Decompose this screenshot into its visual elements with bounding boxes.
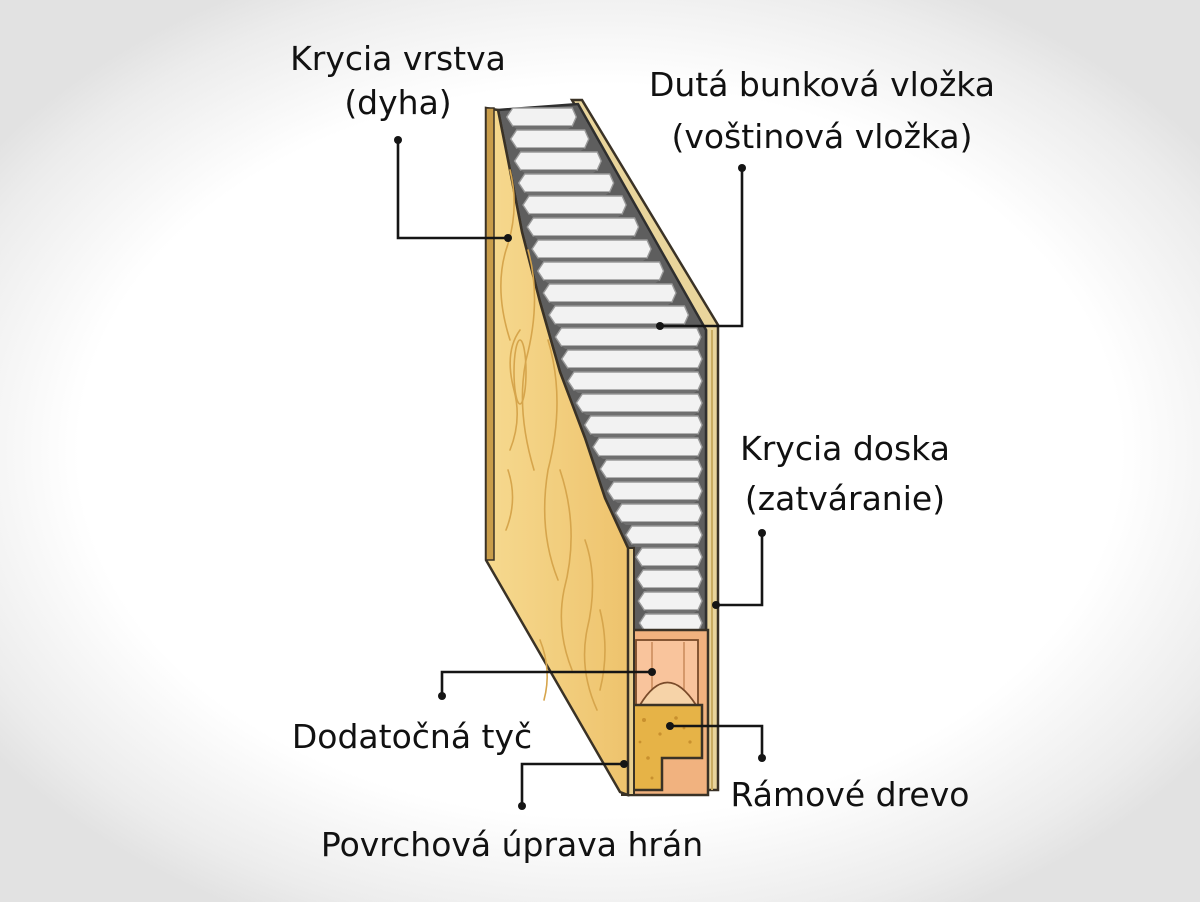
leader-frame [666, 722, 766, 762]
honeycomb-cell [560, 349, 703, 369]
honeycomb-cell [625, 525, 703, 545]
honeycomb-cell-shadow [599, 456, 698, 459]
honeycomb-cell [536, 261, 665, 281]
honeycomb-cell-shadow [516, 148, 585, 151]
honeycomb-cell-shadow [574, 390, 698, 393]
honeycomb-cell [517, 173, 615, 193]
veneer-panel [484, 106, 630, 797]
honeycomb-cell-shadow [555, 324, 685, 327]
honeycomb-cell-shadow [533, 236, 635, 239]
honeycomb-cell [554, 327, 702, 347]
honeycomb-cell [548, 305, 690, 325]
honeycomb-cell-shadow [644, 610, 698, 613]
label-core-line1: Dutá bunková vložka [649, 65, 995, 104]
honeycomb-cell-shadow [561, 346, 697, 349]
honeycomb-cell-shadow [520, 170, 598, 173]
honeycomb-cell [575, 393, 703, 413]
honeycomb-cell [531, 239, 652, 259]
honeycomb-cell [567, 371, 703, 391]
leader-edge [518, 760, 628, 810]
honeycomb-cell [522, 195, 627, 215]
leader-rod [438, 668, 656, 700]
label-rod: Dodatočná tyč [292, 717, 532, 756]
honeycomb-cell [636, 569, 703, 589]
honeycomb-cell-shadow [590, 434, 698, 437]
honeycomb-cell-shadow [529, 214, 623, 217]
honeycomb-cell [505, 107, 578, 127]
honeycomb-cell-shadow [543, 280, 660, 283]
label-board-line1: Krycia doska [740, 429, 950, 468]
label-edge: Povrchová úprava hrán [321, 825, 703, 864]
honeycomb-cell [542, 283, 677, 303]
honeycomb-cell [583, 415, 703, 435]
honeycomb-cell-shadow [512, 126, 573, 129]
label-board-line2: (zatváranie) [745, 479, 945, 518]
honeycomb-cell-shadow [642, 566, 698, 569]
honeycomb-cell [592, 437, 703, 457]
honeycomb-cell [526, 217, 640, 237]
honeycomb-cell-shadow [631, 544, 698, 547]
honeycomb-cell-shadow [549, 302, 672, 305]
honeycomb-cell-shadow [621, 522, 698, 525]
label-veneer-line1: Krycia vrstva [290, 39, 506, 78]
leader-core [656, 164, 746, 330]
honeycomb-cell-shadow [606, 478, 698, 481]
leader-veneer [394, 136, 512, 242]
honeycomb-cell [606, 481, 703, 501]
honeycomb-cell [614, 503, 703, 523]
honeycomb-cell [599, 459, 703, 479]
leader-board [712, 529, 766, 609]
honeycomb-cell [509, 129, 590, 149]
honeycomb-cell [635, 547, 703, 567]
honeycomb-cell-shadow [613, 500, 698, 503]
honeycomb-cell-shadow [582, 412, 698, 415]
honeycomb-cell-shadow [567, 368, 698, 371]
honeycomb-cell [513, 151, 602, 171]
honeycomb-cell-shadow [538, 258, 648, 261]
label-core-line2: (voštinová vložka) [671, 117, 972, 156]
label-veneer-line2: (dyha) [344, 83, 451, 122]
label-frame: Rámové drevo [731, 775, 970, 814]
honeycomb-cell-shadow [643, 588, 698, 591]
honeycomb-cell-shadow [524, 192, 610, 195]
honeycomb-cell [637, 591, 703, 611]
